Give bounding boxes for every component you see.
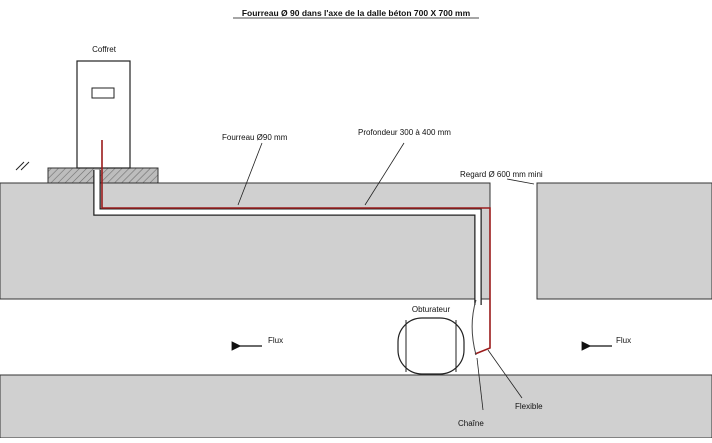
lower-ground <box>0 374 712 439</box>
upper-ground-right <box>536 182 712 300</box>
flexible-hose <box>471 299 477 356</box>
fourreau-leader <box>237 142 263 206</box>
regard-leader <box>506 178 535 185</box>
ground-mark-1 <box>15 161 25 171</box>
ground-mark-2 <box>20 161 30 171</box>
concrete-slab <box>47 167 159 184</box>
flexible-label: Flexible <box>515 402 543 411</box>
fourreau-label: Fourreau Ø90 mm <box>222 133 288 142</box>
conduit-interior <box>94 170 481 305</box>
profondeur-label: Profondeur 300 à 400 mm <box>358 128 451 137</box>
chaine-leader <box>476 357 484 411</box>
regard-label: Regard Ø 600 mm mini <box>460 170 543 179</box>
flux-label-right: Flux <box>616 336 631 345</box>
profondeur-leader <box>364 142 405 206</box>
regard-shaft <box>490 183 537 299</box>
coffret-label: Coffret <box>92 45 117 54</box>
diagram-title: Fourreau Ø 90 dans l'axe de la dalle bét… <box>242 8 471 18</box>
flexible-leader <box>487 349 523 399</box>
obturateur-label: Obturateur <box>412 305 451 314</box>
upper-ground-left <box>0 182 491 300</box>
cable-line <box>101 140 491 355</box>
flux-label-left: Flux <box>268 336 283 345</box>
coffret-box <box>76 60 131 169</box>
obturateur <box>397 317 465 375</box>
chaine-label: Chaîne <box>458 419 484 428</box>
coffret-window <box>91 87 115 99</box>
